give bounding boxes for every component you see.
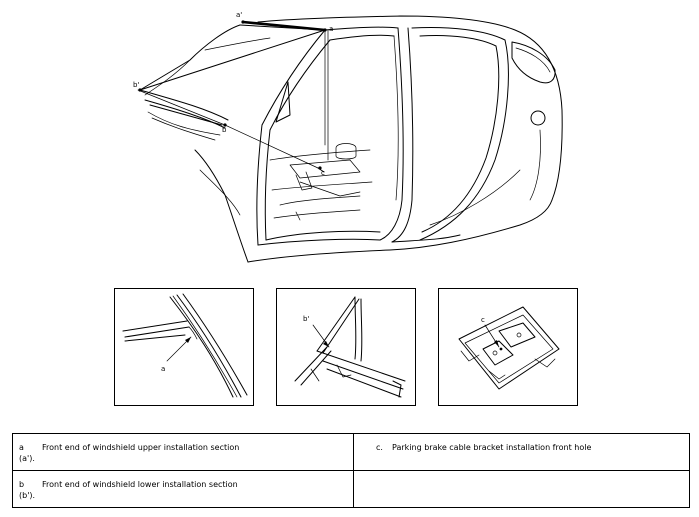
legend-text-c: Parking brake cable bracket installation… (392, 443, 592, 452)
label-a-prime: a' (236, 11, 242, 19)
label-c: c (321, 169, 325, 177)
measurement-lines (137, 20, 329, 173)
legend-text-a: Front end of windshield upper installati… (42, 443, 240, 452)
legend-cell: a (a'). Front end of windshield upper in… (12, 433, 354, 471)
label-b: b (222, 126, 227, 134)
detail-panel-b-prime: b' (276, 288, 416, 406)
legend-key-b: b (b'). (19, 480, 36, 500)
legend-text-b: Front end of windshield lower installati… (42, 480, 238, 489)
detail-label-a: a (161, 365, 165, 373)
legend-row: b (b'). Front end of windshield lower in… (12, 470, 690, 508)
detail-panel-c: c (438, 288, 578, 406)
legend-key-c: c. (376, 443, 383, 452)
car-body-outline (139, 15, 563, 263)
legend-table: a (a'). Front end of windshield upper in… (12, 433, 690, 508)
legend-row: a (a'). Front end of windshield upper in… (12, 433, 690, 471)
legend-cell: c. Parking brake cable bracket installat… (353, 433, 690, 471)
legend-key-a: a (a'). (19, 443, 35, 463)
car-body-diagram: a' a b' b c (133, 11, 563, 263)
label-a: a (329, 25, 333, 33)
detail-label-b-prime: b' (303, 315, 309, 323)
legend-cell-empty (353, 470, 690, 508)
legend-cell: b (b'). Front end of windshield lower in… (12, 470, 354, 508)
label-b-prime: b' (133, 81, 139, 89)
detail-label-c: c (481, 316, 485, 324)
detail-panel-a: a (114, 288, 254, 406)
